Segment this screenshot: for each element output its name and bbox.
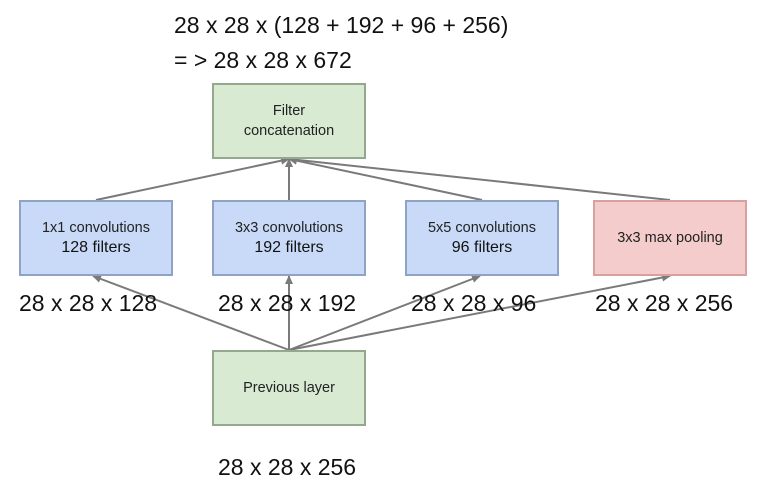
conv1x1-filters: 128 filters	[61, 239, 131, 256]
previous-layer-dims: 28 x 28 x 256	[218, 454, 357, 480]
maxpool-label: 3x3 max pooling	[617, 230, 723, 246]
conv5x5-node: 5x5 convolutions 96 filters	[405, 200, 559, 276]
conv1x1-output-dims: 28 x 28 x 128	[19, 290, 158, 316]
maxpool-node: 3x3 max pooling	[593, 200, 747, 276]
edge-previous-to-conv5x5	[288, 275, 481, 351]
conv3x3-label: 3x3 convolutions	[234, 220, 343, 236]
output-size-formula: 28 x 28 x (128 + 192 + 96 + 256)	[174, 12, 509, 38]
maxpool-output-dims: 28 x 28 x 256	[595, 290, 734, 316]
filter-concatenation-line1: Filter	[272, 103, 306, 119]
conv1x1-node: 1x1 convolutions 128 filters	[19, 200, 173, 276]
edge-maxpool-to-concat	[288, 155, 671, 201]
output-size-result: = > 28 x 28 x 672	[174, 47, 352, 73]
previous-layer-label: Previous layer	[243, 380, 335, 396]
conv5x5-output-dims: 28 x 28 x 96	[411, 290, 537, 316]
edge-previous-to-maxpool	[288, 273, 671, 351]
edge-conv5x5-to-concat	[288, 156, 483, 201]
conv3x3-filters: 192 filters	[254, 239, 324, 256]
filter-concatenation-line2: concatenation	[243, 123, 335, 139]
conv1x1-label: 1x1 convolutions	[41, 220, 150, 236]
conv3x3-output-dims: 28 x 28 x 192	[218, 290, 357, 316]
edge-previous-to-conv1x1	[92, 275, 290, 351]
conv5x5-label: 5x5 convolutions	[427, 220, 536, 236]
previous-layer-node: Previous layer	[212, 350, 366, 426]
edge-conv1x1-to-concat	[95, 156, 290, 201]
conv3x3-node: 3x3 convolutions 192 filters	[212, 200, 366, 276]
conv5x5-filters: 96 filters	[451, 239, 513, 256]
filter-concatenation-node: Filter concatenation	[212, 83, 366, 159]
